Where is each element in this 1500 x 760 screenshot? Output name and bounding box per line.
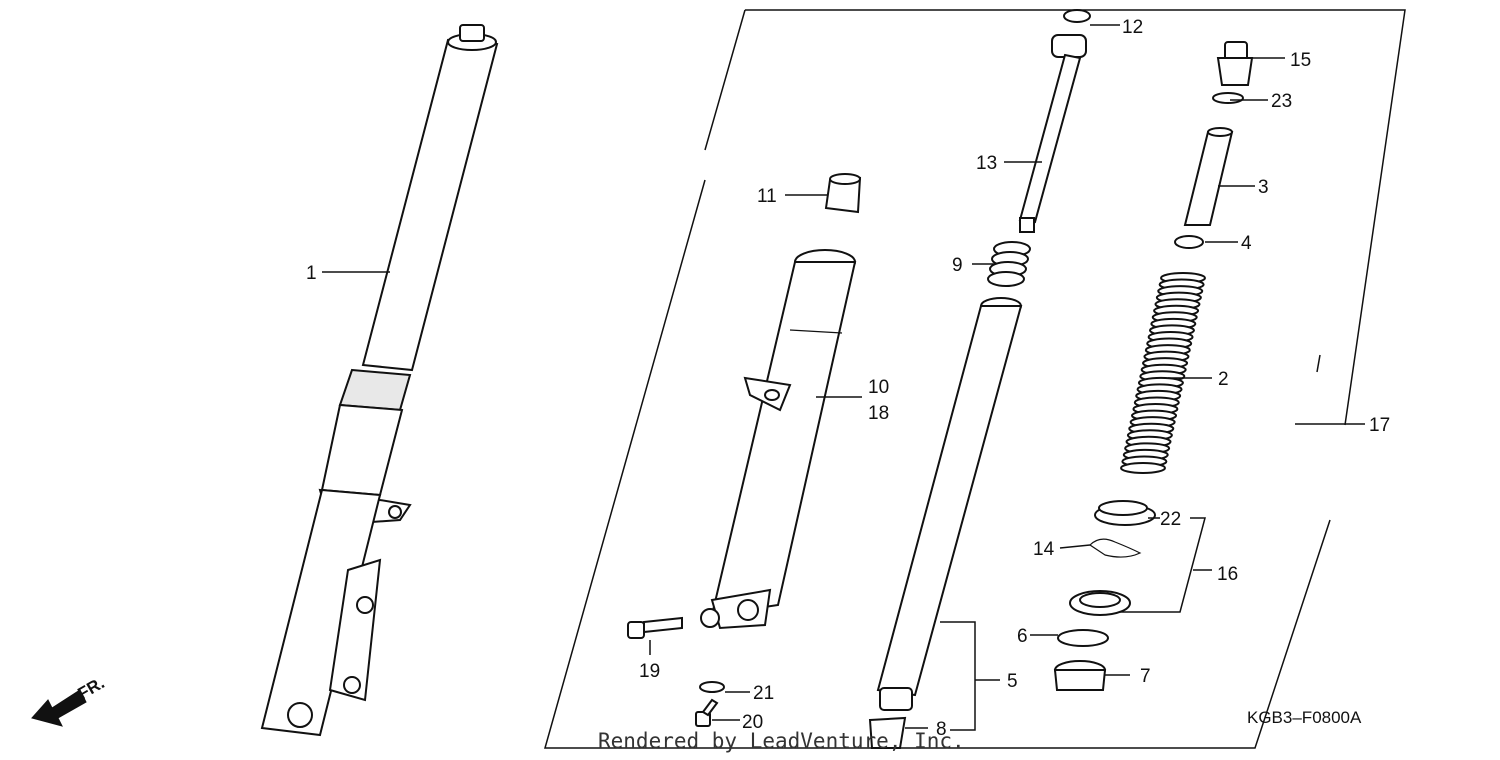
callout-13: 13 — [976, 153, 997, 174]
fork-slider — [700, 249, 857, 630]
callout-22: 22 — [1160, 509, 1181, 530]
callout-19: 19 — [639, 661, 660, 682]
bolt-group — [627, 616, 725, 727]
callout-20: 20 — [742, 712, 763, 733]
callout-12: 12 — [1122, 17, 1143, 38]
callout-15: 15 — [1290, 50, 1311, 71]
callout-7: 7 — [1140, 666, 1151, 687]
callout-21: 21 — [753, 683, 774, 704]
callout-5: 5 — [1007, 671, 1018, 692]
callout-11: 11 — [757, 186, 777, 207]
callout-17: 17 — [1369, 415, 1390, 436]
dust-cap — [824, 173, 862, 214]
spring-group — [1120, 41, 1254, 474]
callout-10: 10 — [868, 377, 889, 398]
callout-1: 1 — [306, 263, 317, 284]
callout-14: 14 — [1033, 539, 1055, 560]
callout-23: 23 — [1271, 91, 1292, 112]
callout-16: 16 — [1217, 564, 1238, 585]
diagram-code: KGB3–F0800A — [1247, 708, 1362, 727]
seal-group — [1053, 500, 1156, 691]
callout-18: 18 — [868, 403, 889, 424]
arrow-left-icon — [31, 689, 87, 727]
callout-9: 9 — [952, 255, 963, 276]
front-direction-indicator: FR. — [31, 673, 108, 727]
callout-3: 3 — [1258, 177, 1269, 198]
callout-2: 2 — [1218, 369, 1229, 390]
leader-lines — [322, 24, 1365, 731]
watermark-text: Rendered by LeadVenture, Inc. — [598, 729, 965, 753]
fork-assembly — [260, 24, 499, 737]
callout-4: 4 — [1241, 233, 1252, 254]
callout-8: 8 — [936, 719, 947, 740]
damper-rod-group — [868, 9, 1091, 749]
callout-6: 6 — [1017, 626, 1028, 647]
callout-labels: 1 2 3 4 5 6 7 8 9 10 11 12 13 14 15 16 1… — [306, 17, 1390, 740]
